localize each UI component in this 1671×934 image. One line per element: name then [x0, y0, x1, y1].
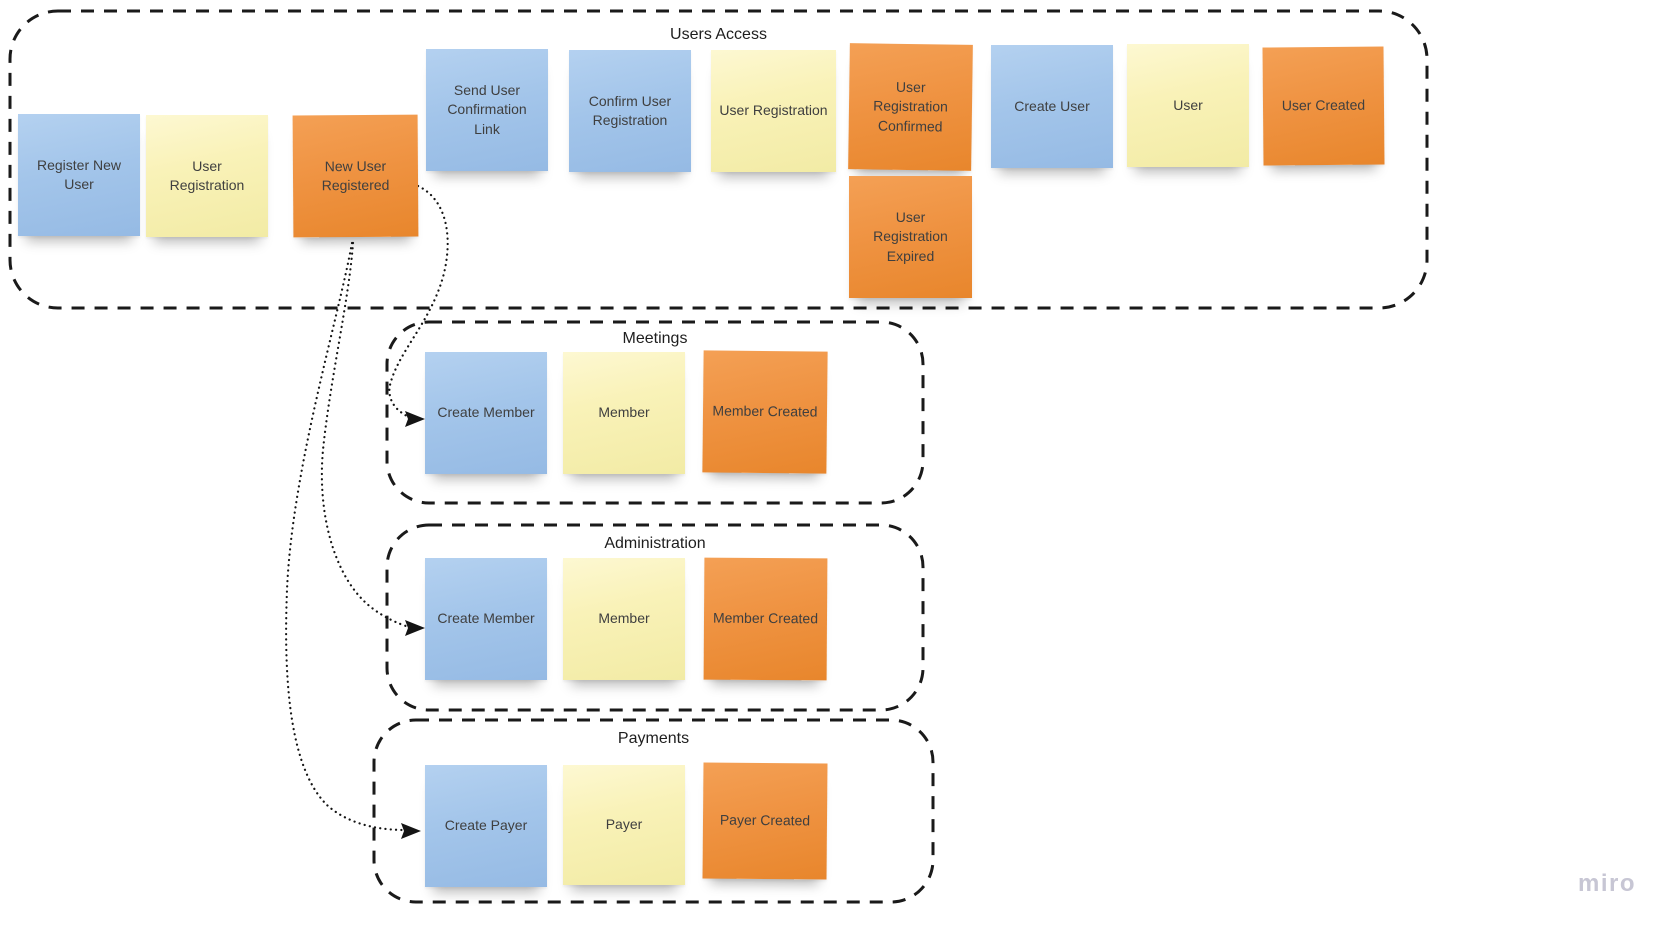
arrowhead-administration [405, 620, 425, 636]
group-outline-users-access[interactable] [8, 9, 1429, 310]
sticky-note[interactable]: Payer Created [702, 762, 828, 880]
group-title-administration[interactable]: Administration [604, 535, 706, 552]
group-title-meetings[interactable]: Meetings [622, 330, 688, 347]
group-title-users-access[interactable]: Users Access [670, 26, 767, 43]
sticky-note[interactable]: Create Payer [425, 765, 547, 887]
connector-to-payments[interactable] [285, 241, 407, 832]
group-outline-meetings[interactable] [385, 320, 925, 505]
connector-to-meetings[interactable] [388, 184, 449, 419]
sticky-note[interactable]: Create Member [425, 352, 547, 474]
sticky-note[interactable]: User Registration [711, 50, 836, 172]
group-outline-payments[interactable] [372, 718, 935, 904]
sticky-note[interactable]: Member Created [702, 350, 828, 474]
sticky-note[interactable]: Payer [563, 765, 685, 885]
sticky-note[interactable]: Confirm User Registration [569, 50, 691, 172]
arrowhead-meetings [405, 411, 425, 427]
group-title-payments[interactable]: Payments [617, 730, 690, 747]
sticky-note[interactable]: User Registration [146, 115, 268, 237]
miro-logo: miro [1578, 870, 1637, 897]
sticky-note[interactable]: User Created [1262, 46, 1385, 166]
sticky-note[interactable]: Send User Confirmation Link [426, 49, 548, 171]
sticky-note[interactable]: User Registration Confirmed [848, 43, 973, 171]
sticky-note[interactable]: Member Created [703, 557, 828, 681]
connector-to-administration[interactable] [320, 241, 411, 629]
sticky-note[interactable]: Member [563, 558, 685, 680]
arrowhead-payments [401, 823, 421, 839]
sticky-note[interactable]: Create User [991, 45, 1113, 168]
sticky-note[interactable]: Create Member [425, 558, 547, 680]
sticky-note[interactable]: New User Registered [292, 114, 419, 238]
sticky-note[interactable]: Register New User [18, 114, 140, 236]
sticky-note[interactable]: User Registration Expired [849, 176, 972, 298]
sticky-note[interactable]: User [1127, 44, 1249, 167]
sticky-note[interactable]: Member [563, 352, 685, 474]
